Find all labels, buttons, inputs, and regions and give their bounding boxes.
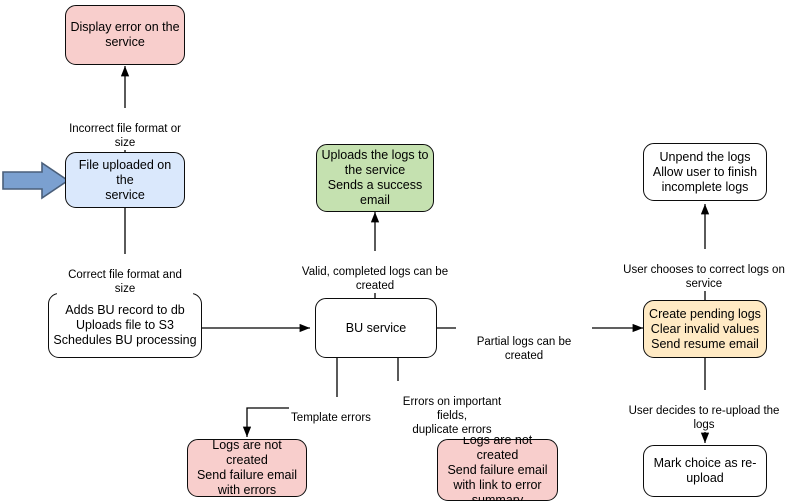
edge-label-user-corrects-text: User chooses to correct logs on service [623, 264, 785, 290]
edge-label-incorrect-format: Incorrect file format or size [57, 108, 193, 150]
node-bu-service[interactable]: BU service [315, 298, 437, 358]
edge-label-correct-format-text: Correct file format and size [68, 269, 182, 295]
node-mark-choice-reupload[interactable]: Mark choice as re- upload [643, 445, 767, 497]
edge-label-valid-logs: Valid, completed logs can be created [283, 251, 467, 293]
node-uploads-the-logs-label: Uploads the logs to the service Sends a … [321, 148, 429, 207]
node-display-error-label: Display error on the service [70, 20, 180, 49]
edge-label-template-errors: Template errors [289, 397, 373, 425]
edge-label-errors-important-fields: Errors on important fields, duplicate er… [392, 381, 512, 437]
node-unpend-the-logs[interactable]: Unpend the logs Allow user to finish inc… [643, 143, 767, 201]
edge-label-template-errors-text: Template errors [291, 412, 371, 424]
node-create-pending-logs[interactable]: Create pending logs Clear invalid values… [643, 300, 767, 358]
node-adds-bu-record[interactable]: Adds BU record to db Uploads file to S3 … [48, 293, 202, 358]
node-create-pending-logs-label: Create pending logs Clear invalid values… [649, 306, 761, 351]
node-logs-not-created-template[interactable]: Logs are not created Send failure email … [187, 438, 307, 497]
edge-label-valid-logs-text: Valid, completed logs can be created [301, 266, 449, 292]
node-adds-bu-record-label: Adds BU record to db Uploads file to S3 … [53, 303, 197, 347]
node-file-uploaded-label: File uploaded on the service [78, 157, 172, 202]
edge-label-partial-logs: Partial logs can be created [456, 321, 592, 363]
node-bu-service-label: BU service [345, 320, 407, 335]
edge-label-user-corrects: User chooses to correct logs on service [608, 249, 800, 291]
node-display-error[interactable]: Display error on the service [65, 5, 185, 65]
edge-label-correct-format: Correct file format and size [57, 254, 193, 296]
node-logs-not-created-template-label: Logs are not created Send failure email … [196, 438, 298, 497]
edge-label-user-reuploads: User decides to re-upload the logs [618, 390, 790, 432]
edge-label-errors-important-fields-text: Errors on important fields, duplicate er… [402, 396, 502, 436]
edge-label-incorrect-format-text: Incorrect file format or size [69, 123, 181, 149]
node-logs-not-created-fields-label: Logs are not created Send failure email … [447, 432, 548, 501]
node-unpend-the-logs-label: Unpend the logs Allow user to finish inc… [652, 149, 758, 194]
node-uploads-the-logs[interactable]: Uploads the logs to the service Sends a … [316, 144, 434, 212]
node-logs-not-created-fields[interactable]: Logs are not created Send failure email … [437, 433, 558, 501]
edge-label-user-reuploads-text: User decides to re-upload the logs [628, 405, 780, 431]
edge-label-partial-logs-text: Partial logs can be created [476, 336, 572, 362]
node-mark-choice-reupload-label: Mark choice as re- upload [653, 456, 757, 485]
incoming-file-block-arrow [2, 161, 70, 200]
node-file-uploaded[interactable]: File uploaded on the service [65, 152, 185, 208]
